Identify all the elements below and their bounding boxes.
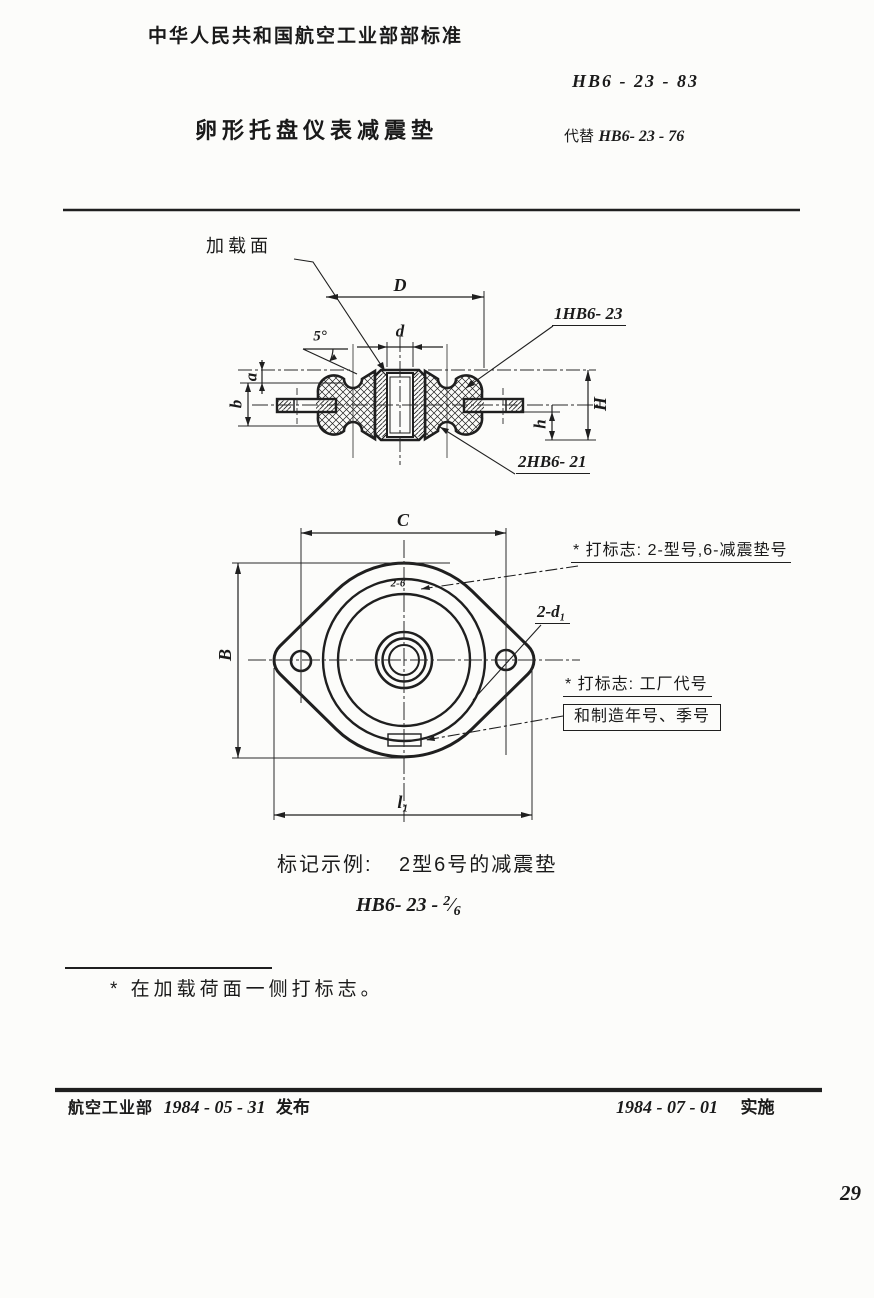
callout-bushing-part: 2HB6- 21 xyxy=(516,453,591,474)
hole-callout-2d1: 2-d₁ xyxy=(535,603,570,624)
dimension-b: b xyxy=(226,399,246,409)
footer-issue-date: 1984 - 05 - 31 xyxy=(163,1097,266,1117)
footer-impl-date: 1984 - 07 - 01 xyxy=(616,1097,718,1117)
annotation-factory-mark-line1: * 打标志: 工厂代号 xyxy=(563,677,712,697)
marking-example-line: 标记示例: 2型6号的减震垫 xyxy=(277,855,557,875)
marking-example-text: 2型6号的减震垫 xyxy=(399,854,558,876)
dimension-h: h xyxy=(530,419,550,429)
replaces-note: 代替 HB6- 23 - 76 xyxy=(564,129,684,145)
standard-organization: 中华人民共和国航空工业部部标准 xyxy=(148,26,464,47)
dimension-H: H xyxy=(590,396,610,412)
footer-implementation: 1984 - 07 - 01 实施 xyxy=(616,1098,774,1117)
replaces-label: 代替 xyxy=(564,128,595,145)
footer-impl-label: 实施 xyxy=(740,1098,775,1117)
top-view xyxy=(232,528,580,822)
dimension-B: B xyxy=(215,648,235,662)
angle-5deg: 5° xyxy=(313,328,327,345)
cross-section-view xyxy=(238,258,598,475)
mark-2-6: 2-6 xyxy=(390,577,406,590)
marking-example-label: 标记示例: xyxy=(277,854,373,876)
annotation-factory-mark-line2: 和制造年号、季号 xyxy=(563,704,722,731)
code-prefix: HB6- 23 - xyxy=(356,894,444,916)
section-arrowheads xyxy=(245,294,591,440)
standard-number: HB6 - 23 - 83 xyxy=(572,71,699,91)
loading-surface-label: 加载面 xyxy=(206,236,272,256)
callout-rubber-part: 1HB6- 23 xyxy=(552,305,627,326)
code-fraction-slash: ⁄ xyxy=(450,894,454,916)
dimension-D: D xyxy=(393,275,407,295)
code-fraction-numerator: 2 xyxy=(443,894,451,909)
top-view-arrowheads xyxy=(235,530,532,818)
page-number: 29 xyxy=(840,1181,861,1205)
dimension-a: a xyxy=(241,372,261,382)
footer-issue-label: 发布 xyxy=(275,1098,310,1117)
footer-org: 航空工业部 xyxy=(68,1100,154,1117)
dimension-L1: l₁ xyxy=(397,792,409,812)
marking-example-code: HB6- 23 - 2⁄6 xyxy=(356,895,461,919)
document-title: 卵形托盘仪表减震垫 xyxy=(195,118,439,143)
dimension-d: d xyxy=(395,321,405,341)
horizontal-rules xyxy=(55,208,822,1093)
replaces-number: HB6- 23 - 76 xyxy=(598,128,685,145)
code-fraction-denominator: 6 xyxy=(453,904,461,919)
annotation-type-mark: * 打标志: 2-型号,6-减震垫号 xyxy=(571,543,792,563)
dimension-C: C xyxy=(396,510,410,530)
footer-issue: 航空工业部 1984 - 05 - 31 发布 xyxy=(68,1098,310,1117)
footnote: * 在加载荷面一侧打标志。 xyxy=(110,979,384,1000)
